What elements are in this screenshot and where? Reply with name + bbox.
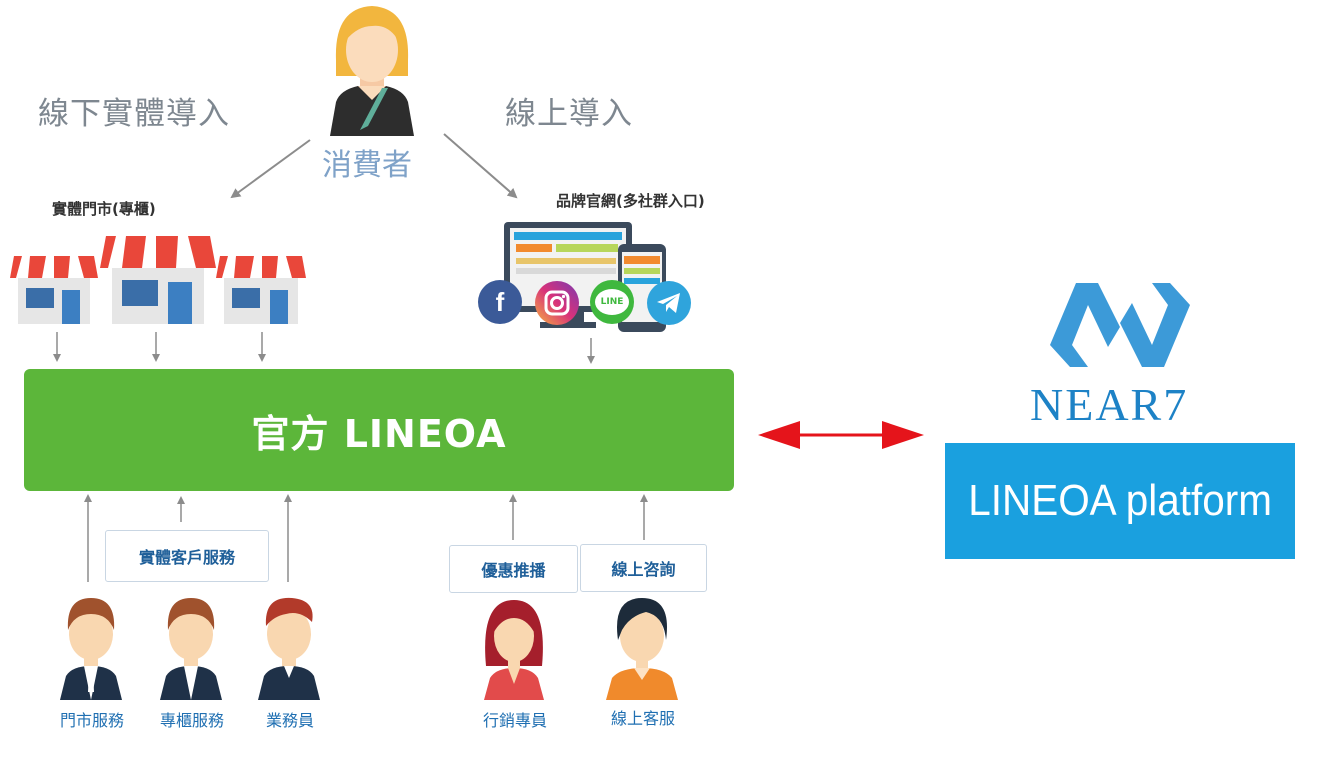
official-lineoa-label: 官方 LINEOA	[251, 411, 507, 456]
line-app-icon: LINE	[590, 280, 634, 324]
website-devices-icon	[504, 222, 666, 332]
online-channel-label: 線上導入	[505, 96, 633, 132]
arrow-consumer-to-website	[443, 133, 518, 199]
near7-logo-icon	[1050, 283, 1190, 367]
person-online-service-icon	[606, 598, 678, 700]
instagram-icon	[535, 281, 579, 325]
near7-brand-name: NEAR7	[1030, 379, 1189, 430]
person-salesperson-icon	[258, 597, 320, 700]
offline-channel-label: 線下實體導入	[38, 96, 230, 132]
stores-label: 實體門市(專櫃)	[52, 200, 156, 218]
lineoa-platform-label: LINEOA platform	[968, 476, 1272, 525]
store-icon	[100, 236, 216, 324]
person-marketing-icon	[484, 600, 544, 700]
person-label-store-staff: 門市服務	[59, 711, 124, 730]
facebook-glyph: f	[495, 286, 505, 317]
tag-offline-service: 實體客戶服務	[105, 530, 269, 582]
store-icon	[216, 256, 306, 324]
consumer-label: 消費者	[322, 148, 412, 183]
store-icon	[10, 256, 98, 324]
tag-online-inquiry: 線上咨詢	[580, 544, 707, 592]
arrow-consumer-to-stores	[230, 139, 311, 199]
lineoa-platform-box: LINEOA platform	[945, 443, 1295, 559]
person-store-staff-icon	[60, 598, 122, 700]
person-counter-staff-icon	[160, 598, 222, 700]
consumer-avatar-icon	[330, 6, 414, 136]
person-label-online-service: 線上客服	[610, 709, 675, 728]
person-label-marketing: 行銷專員	[482, 711, 547, 730]
person-label-salesperson: 業務員	[265, 711, 314, 730]
website-label: 品牌官網(多社群入口)	[556, 192, 705, 210]
official-lineoa-bar: 官方 LINEOA	[24, 369, 734, 491]
telegram-icon	[647, 281, 691, 325]
tag-promo-push: 優惠推播	[449, 545, 578, 593]
bidirectional-link-arrow	[758, 421, 924, 449]
person-label-counter-staff: 專櫃服務	[159, 711, 224, 730]
facebook-icon: f	[478, 280, 522, 324]
line-app-glyph: LINE	[600, 297, 624, 307]
